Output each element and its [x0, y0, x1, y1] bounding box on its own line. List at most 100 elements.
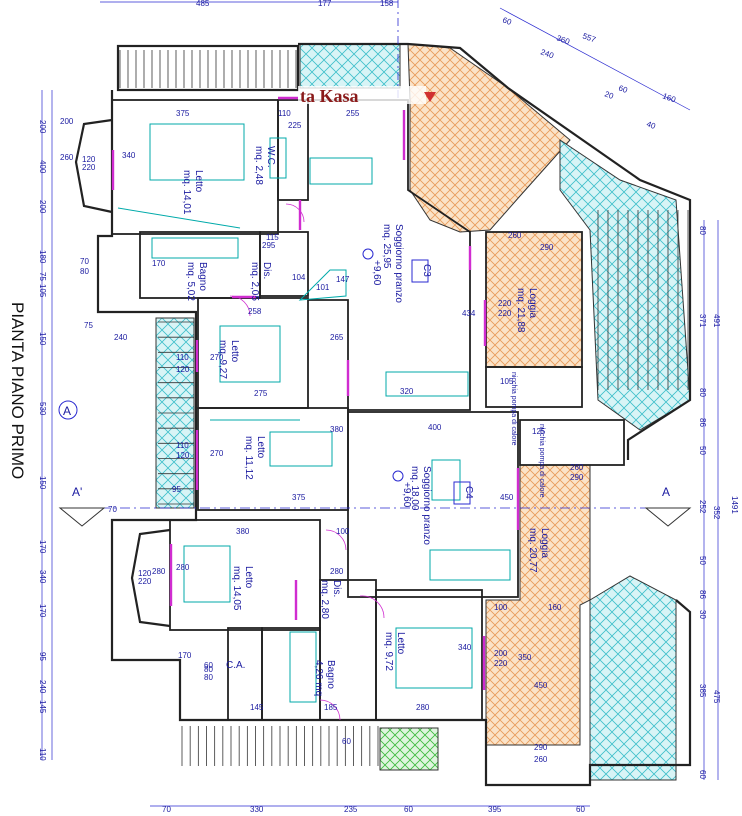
room-area: mq. 21,88 [515, 288, 526, 333]
room-name: Letto [243, 566, 254, 589]
dimension-label: 330 [250, 805, 264, 814]
dimension-label: 380 [330, 425, 344, 434]
room-area: mq. 14,01 [181, 170, 192, 215]
dimension-label: 280 [152, 567, 166, 576]
dimension-label: 400 [38, 160, 47, 174]
dimension-label: 350 [518, 653, 532, 662]
dimension-label: 252 [698, 500, 707, 514]
dimension-label: 50 [698, 446, 707, 455]
room-name: Bagno [325, 660, 336, 689]
dimension-label: 80 [698, 226, 707, 235]
dimension-label: 400 [428, 423, 442, 432]
dimension-label: 86 [698, 590, 707, 599]
dimension-label: 395 [488, 805, 502, 814]
dimension-label: 185 [324, 703, 338, 712]
dimension-label: 290 [570, 473, 584, 482]
dimension-label: 265 [330, 333, 344, 342]
dimension-label: 280 [330, 567, 344, 576]
dimension-label: 180 [38, 250, 47, 264]
room-area: mq. 2,80 [319, 580, 330, 619]
room-name: Loggia [539, 528, 550, 558]
dimension-label: 145 [38, 700, 47, 714]
room-name: Letto [255, 436, 266, 459]
dimension-label: 380 [236, 527, 250, 536]
dimension-label: 450 [534, 681, 548, 690]
dimension-label: 220 [494, 659, 508, 668]
dimension-label: 120 [176, 451, 190, 460]
room-area: mq. 25,95 [381, 224, 392, 269]
dimension-lines [41, 1, 719, 807]
elevation-marker [362, 248, 374, 260]
room-area: mq. 20,77 [527, 528, 538, 573]
openings [111, 96, 520, 690]
unit-label: C3 [421, 264, 432, 277]
dimension-label: 240 [114, 333, 128, 342]
dimension-label: 170 [38, 604, 47, 618]
section-circle-label: A [63, 404, 71, 418]
interior-walls [111, 99, 625, 721]
elevation-label: +9,60 [401, 482, 412, 508]
loggia-c4-hatch [485, 464, 591, 746]
room-area: mq. 9,72 [383, 632, 394, 671]
right-balcony-upper-hatch [559, 139, 691, 431]
room-name: Dis. [331, 580, 342, 597]
right-balcony-lower-hatch [589, 575, 677, 781]
dimension-label: 95 [172, 485, 181, 494]
dimension-label: 170 [38, 540, 47, 554]
dimension-label: 260 [534, 755, 548, 764]
dimension-label: 120 [138, 569, 152, 578]
dimension-label: 220 [498, 299, 512, 308]
dimension-label: 352 [712, 506, 721, 520]
dimension-label: 320 [400, 387, 414, 396]
dimension-label: 80 [204, 673, 213, 682]
dimension-label: 260 [570, 463, 584, 472]
dimension-label: 280 [176, 563, 190, 572]
dimension-label: 450 [500, 493, 514, 502]
dimension-label: 220 [498, 309, 512, 318]
dimension-label: 340 [122, 151, 136, 160]
dimension-label: 1491 [730, 496, 739, 514]
dimension-label: 86 [698, 418, 707, 427]
elevation-label: +9,60 [371, 260, 382, 286]
dimension-label: 200 [494, 649, 508, 658]
dimension-label: 95 [38, 652, 47, 661]
dimension-label: 290 [534, 743, 548, 752]
dimension-label: 80 [698, 388, 707, 397]
dimension-label: 475 [712, 690, 721, 704]
dimension-label: 110 [278, 109, 291, 118]
dimension-label: 530 [38, 402, 47, 416]
room-name: Letto [193, 170, 204, 193]
furniture [117, 123, 511, 703]
dimension-label: 240 [539, 47, 555, 60]
dimension-label: 270 [210, 353, 224, 362]
dimension-label: 80 [204, 665, 213, 674]
dimension-label: 120 [82, 155, 96, 164]
dimension-label: 125 [532, 427, 546, 436]
dimension-label: 70 [108, 505, 117, 514]
dimension-label: 110 [176, 353, 189, 362]
dimension-label: 160 [548, 603, 562, 612]
dimension-label: 150 [38, 476, 47, 490]
dimension-label: 60 [342, 737, 351, 746]
dimension-label: 371 [698, 314, 707, 328]
dimension-label: 258 [248, 307, 262, 316]
door-swings [229, 203, 385, 721]
dimension-label: 75 [84, 321, 93, 330]
dimension-label: 280 [416, 703, 430, 712]
dimension-label: 270 [210, 449, 224, 458]
dimension-label: 80 [80, 267, 89, 276]
unit-badge [411, 259, 429, 283]
dimension-label: 260 [60, 153, 74, 162]
dimension-label: 275 [254, 389, 268, 398]
exterior-walls [74, 42, 692, 787]
top-balcony-hatch [299, 43, 401, 89]
room-name: W.C. [265, 146, 276, 168]
dimension-label: 360 [555, 33, 571, 46]
dimension-label: 115 [266, 233, 279, 242]
room-name: C.A. [226, 660, 245, 671]
dimension-label: 235 [344, 805, 358, 814]
room-name: Letto [229, 340, 240, 363]
